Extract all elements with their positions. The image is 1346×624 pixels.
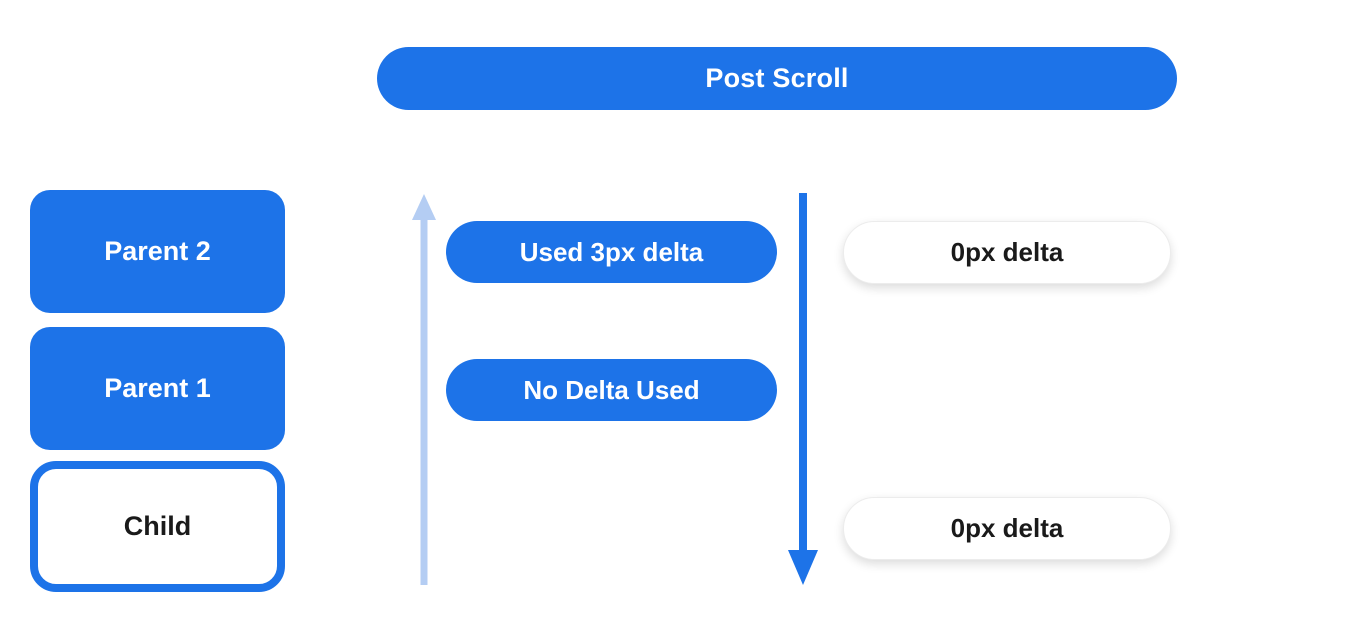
parent-2-label: Parent 2 <box>104 236 211 266</box>
no-delta-used-pill: No Delta Used <box>446 359 777 421</box>
parent-1-label: Parent 1 <box>104 373 211 403</box>
zero-px-delta-bottom-pill: 0px delta <box>843 497 1171 560</box>
parent-2-box: Parent 2 <box>30 190 285 313</box>
zero-px-delta-bottom-label: 0px delta <box>950 513 1064 543</box>
post-scroll-label: Post Scroll <box>705 63 849 93</box>
used-3px-delta-label: Used 3px delta <box>519 236 704 267</box>
child-box: Child <box>30 461 285 592</box>
down-arrow-icon <box>788 193 818 585</box>
zero-px-delta-top-label: 0px delta <box>950 237 1064 267</box>
up-arrow-icon <box>412 194 436 585</box>
post-scroll-header: Post Scroll <box>377 47 1177 110</box>
no-delta-used-label: No Delta Used <box>523 374 700 405</box>
parent-1-box: Parent 1 <box>30 327 285 450</box>
child-label: Child <box>123 511 192 541</box>
zero-px-delta-top-pill: 0px delta <box>843 221 1171 284</box>
used-3px-delta-pill: Used 3px delta <box>446 221 777 283</box>
